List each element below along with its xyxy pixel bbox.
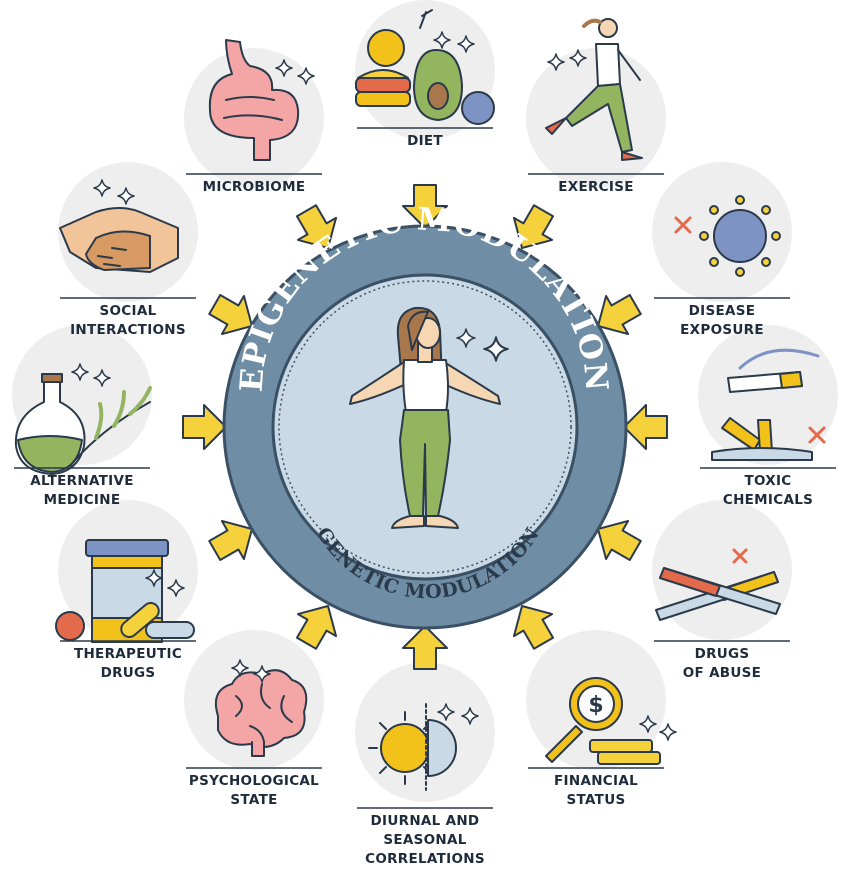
microbiome-label-line: MICROBIOME [202, 179, 306, 195]
financial-status-label: FINANCIAL STATUS [506, 772, 686, 810]
drugs-of-abuse-label-line: OF ABUSE [682, 665, 762, 681]
label-underlines [14, 127, 836, 809]
virus-icon [674, 195, 781, 277]
diurnal-label: DIURNAL AND SEASONAL CORRELATIONS [335, 812, 515, 869]
food-icon [355, 9, 495, 125]
psychological-state-label-line: STATE [230, 792, 278, 808]
sun-moon-icon [368, 703, 457, 791]
arrow-alternative-medicine [182, 404, 227, 450]
diet-label-line: DIET [407, 133, 443, 149]
toxic-chemicals-label-line: CHEMICALS [722, 492, 814, 508]
therapeutic-drugs-label-line: THERAPEUTIC [73, 646, 183, 662]
exercise-icon-bg [526, 48, 666, 188]
handshake-icon [59, 207, 179, 273]
psychological-state-label: PSYCHOLOGICAL STATE [164, 772, 344, 810]
brain-icon [214, 669, 308, 757]
alternative-medicine-label-line: ALTERNATIVE [30, 473, 134, 489]
herbal-flask-icon [14, 373, 152, 475]
arrow-toxic-chemicals [623, 404, 668, 450]
arrow-diurnal [402, 625, 448, 670]
cigarettes-icon [711, 348, 826, 461]
toxic-chemicals-label-line: TOXIC [744, 473, 792, 489]
financial-status-label-line: FINANCIAL [554, 773, 638, 789]
diurnal-label-line: CORRELATIONS [365, 851, 485, 867]
intestine-icon [208, 39, 300, 161]
pills-icon [55, 539, 195, 643]
diurnal-label-line: DIURNAL AND [370, 813, 480, 829]
diurnal-icon-bg [355, 662, 495, 802]
diet-label: DIET [335, 132, 515, 151]
woman-figure-icon [349, 306, 501, 529]
toxic-chemicals-label: TOXIC CHEMICALS [678, 472, 845, 510]
alternative-medicine-label-line: MEDICINE [43, 492, 121, 508]
coins-magnifier-icon: $ [545, 677, 661, 765]
sparkle-icon [659, 723, 677, 741]
social-interactions-label-line: SOCIAL [99, 303, 157, 319]
alternative-medicine-label: ALTERNATIVE MEDICINE [0, 472, 172, 510]
microbiome-label: MICROBIOME [164, 178, 344, 197]
disease-exposure-label: DISEASE EXPOSURE [632, 302, 812, 340]
exercise-label-line: EXERCISE [558, 179, 634, 195]
drugs-of-abuse-label: DRUGS OF ABUSE [632, 645, 812, 683]
svg-text:$: $ [588, 693, 603, 718]
therapeutic-drugs-label: THERAPEUTIC DRUGS [38, 645, 218, 683]
disease-exposure-label-line: EXPOSURE [680, 322, 764, 338]
running-woman-icon [545, 18, 643, 161]
drugs-of-abuse-label-line: DRUGS [694, 646, 750, 662]
diurnal-label-line: SEASONAL [383, 832, 467, 848]
social-interactions-label: SOCIAL INTERACTIONS [38, 302, 218, 340]
disease-exposure-label-line: DISEASE [688, 303, 756, 319]
therapeutic-drugs-label-line: DRUGS [100, 665, 156, 681]
psychological-state-label-line: PSYCHOLOGICAL [188, 773, 320, 789]
social-interactions-label-line: INTERACTIONS [70, 322, 186, 338]
exercise-label: EXERCISE [506, 178, 686, 197]
syringes-icon [655, 548, 781, 621]
financial-status-label-line: STATUS [566, 792, 626, 808]
